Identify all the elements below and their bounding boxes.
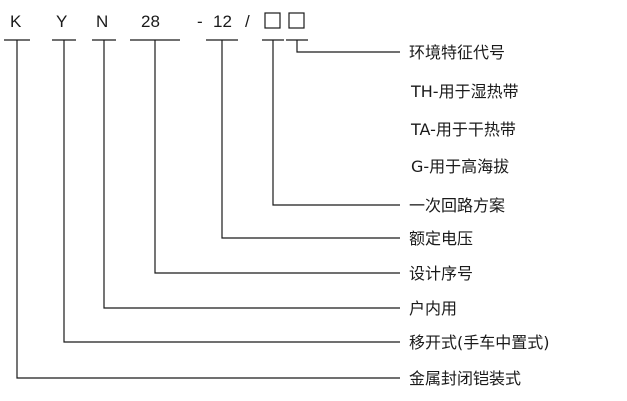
leader-circuit xyxy=(272,40,400,206)
label-g: G-用于高海拔 xyxy=(411,157,509,176)
label-primary-circuit: 一次回路方案 xyxy=(409,196,505,215)
leader-rated-voltage xyxy=(221,40,400,239)
label-environment-code: 环境特征代号 xyxy=(409,43,505,62)
label-indoor: 户内用 xyxy=(409,299,457,318)
leader-indoor xyxy=(103,40,400,309)
code-rated-voltage: 12 xyxy=(213,12,232,31)
placeholder-box-environment xyxy=(288,12,305,29)
label-metal-enclosed: 金属封闭铠装式 xyxy=(409,369,521,388)
label-design-serial: 设计序号 xyxy=(409,264,473,283)
leader-metal-enclosed xyxy=(16,40,400,379)
placeholder-box-circuit xyxy=(264,12,281,29)
code-slash: / xyxy=(245,12,250,31)
label-withdrawable: 移开式(手车中置式) xyxy=(409,333,550,352)
code-design-number: 28 xyxy=(141,12,160,31)
leader-withdrawable xyxy=(63,40,400,343)
code-letter-k: K xyxy=(10,12,22,31)
code-dash: - xyxy=(197,12,203,31)
label-th: TH-用于湿热带 xyxy=(410,82,519,101)
code-letter-y: Y xyxy=(56,12,67,31)
label-ta: TA-用于干热带 xyxy=(410,120,516,139)
leader-environment xyxy=(296,40,400,53)
code-letter-n: N xyxy=(96,12,108,31)
label-rated-voltage: 额定电压 xyxy=(409,229,473,248)
leader-design-serial xyxy=(154,40,400,274)
